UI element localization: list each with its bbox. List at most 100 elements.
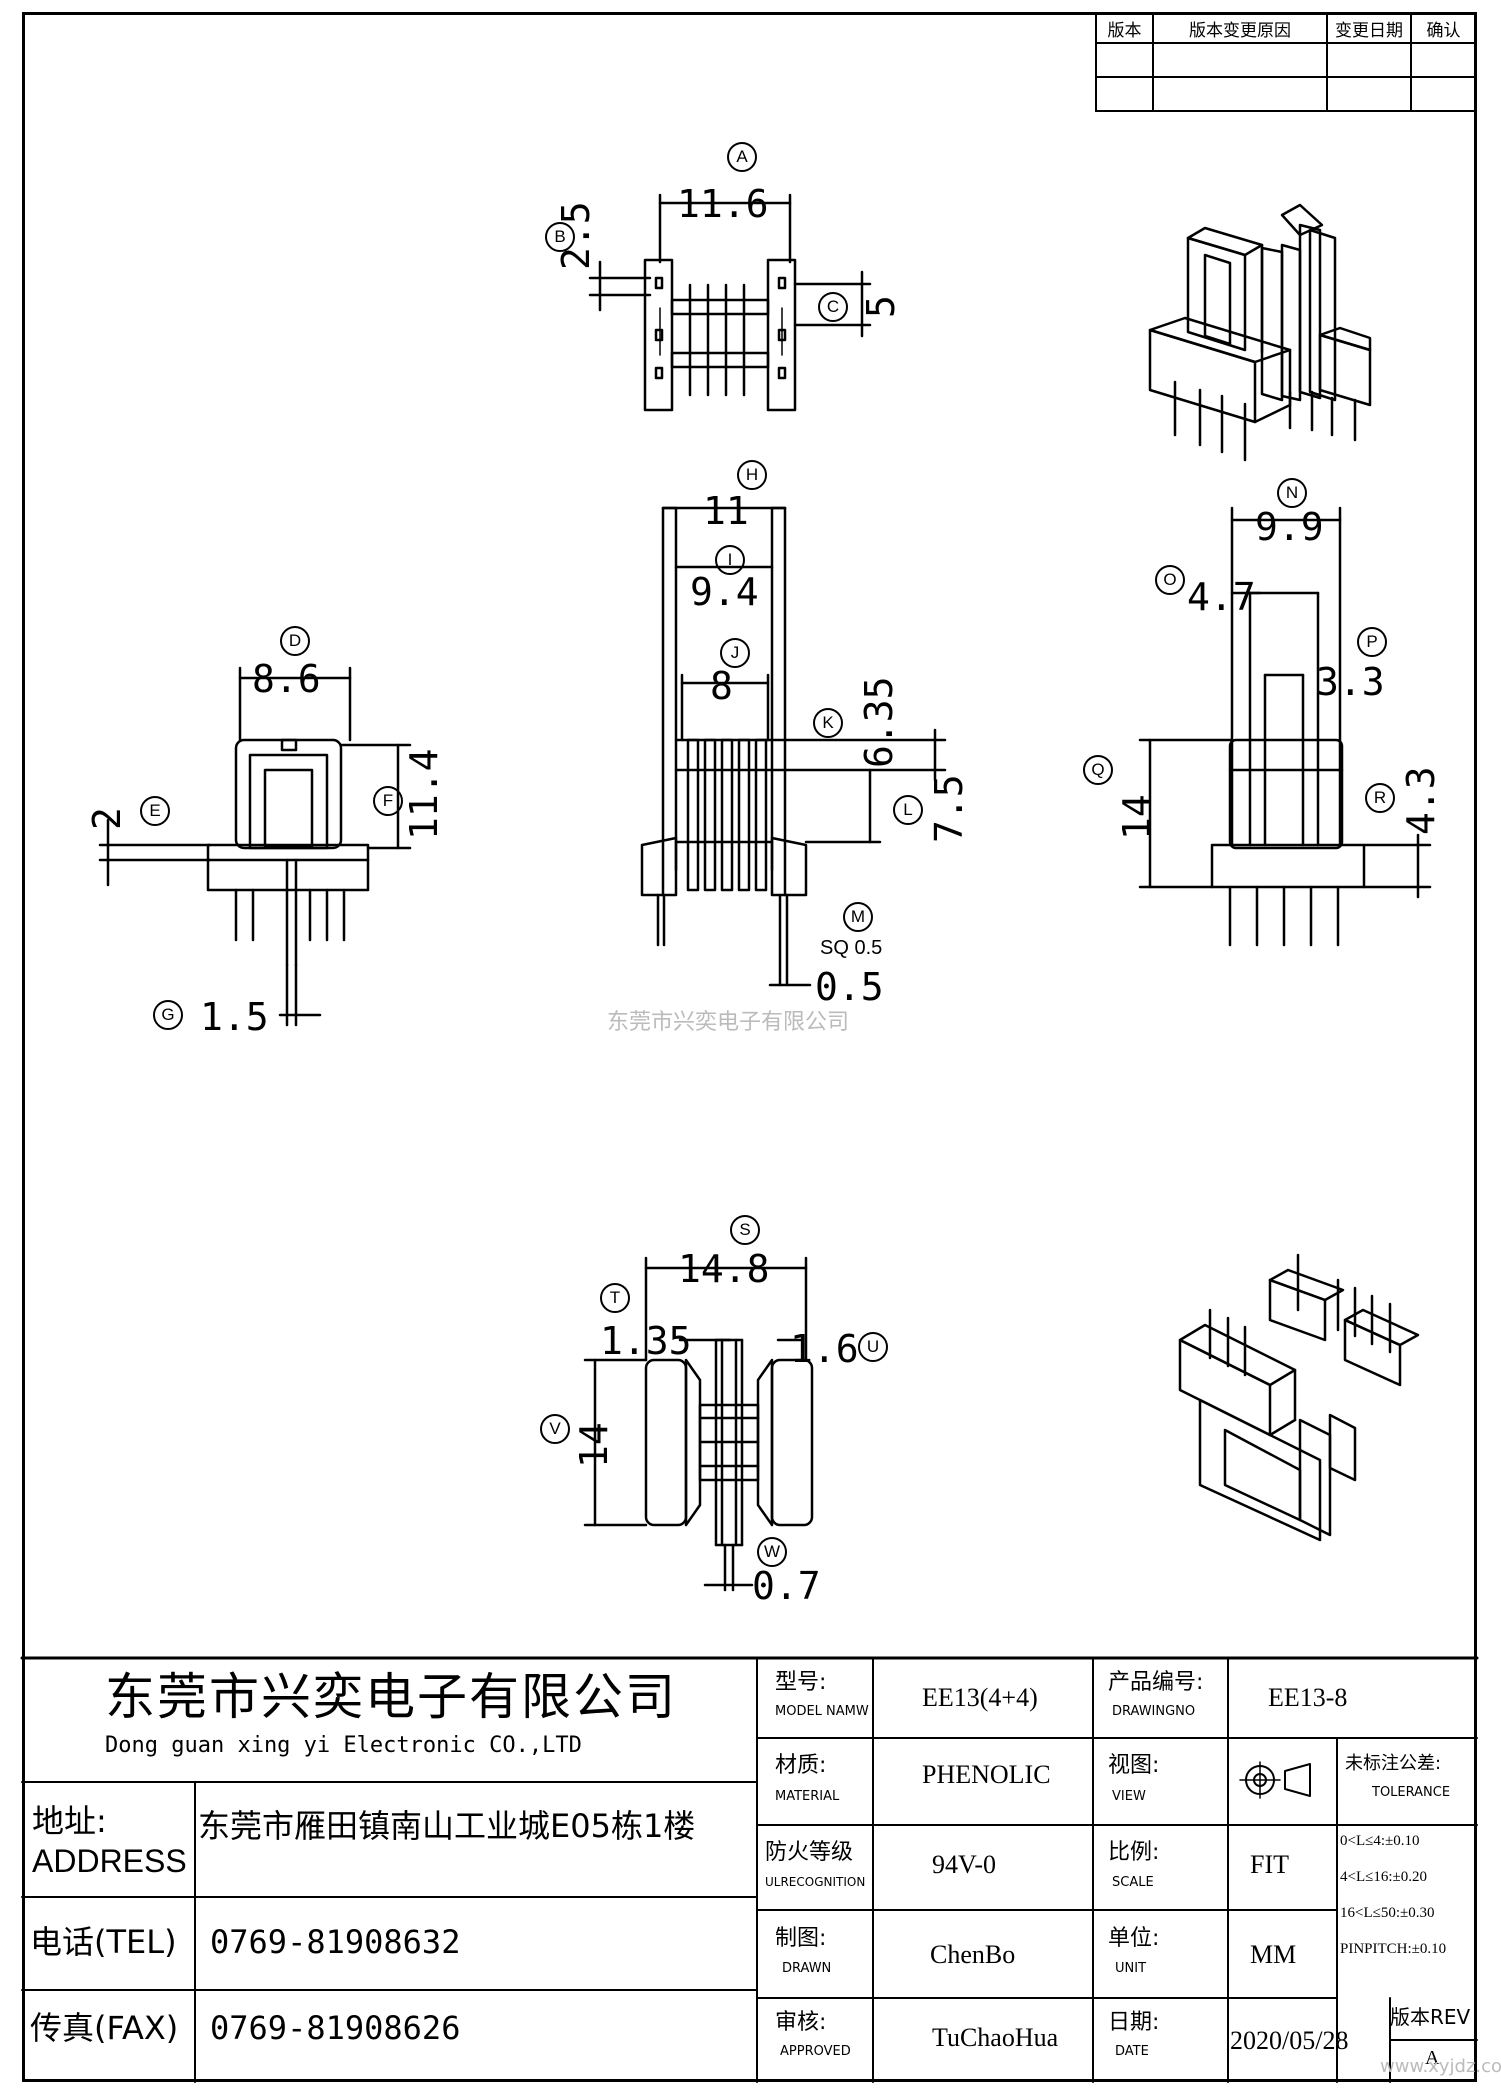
dim-o-value: 4.7: [1187, 575, 1256, 619]
view-label-cn: 视图:: [1108, 1753, 1160, 1778]
dim-marker-a: A: [727, 142, 757, 172]
dim-marker-l: L: [893, 795, 923, 825]
dim-marker-d: D: [280, 626, 310, 656]
dim-k-value: 6.35: [857, 676, 901, 768]
isometric-view-bottom: [1178, 1253, 1420, 1542]
dim-marker-k: K: [813, 708, 843, 738]
center-watermark: 东莞市兴奕电子有限公司: [607, 1010, 850, 1035]
dim-d-value: 8.6: [252, 657, 321, 701]
unit-label-cn: 单位:: [1108, 1926, 1160, 1951]
model-value: EE13(4+4): [922, 1683, 1038, 1712]
tolerance-row-3: 16<L≤50:±0.30: [1340, 1905, 1435, 1921]
address-label: 地址:: [32, 1802, 107, 1840]
dim-marker-t: T: [600, 1283, 630, 1313]
dim-marker-u: U: [858, 1332, 888, 1362]
model-label-cn: 型号:: [775, 1670, 827, 1695]
dim-marker-c: C: [818, 292, 848, 322]
dim-marker-p: P: [1357, 627, 1387, 657]
tolerance-label-cn: 未标注公差:: [1345, 1753, 1442, 1774]
dim-v-value: 14: [572, 1422, 616, 1468]
dim-l-value: 7.5: [927, 774, 971, 843]
view-label-en: VIEW: [1112, 1789, 1146, 1804]
drawing-no-label-en: DRAWINGNO: [1112, 1704, 1196, 1719]
fax-label: 传真(FAX): [30, 2009, 179, 2047]
drawing-no-label-cn: 产品编号:: [1108, 1670, 1204, 1695]
corner-watermark: www.xyjdz.com: [1380, 2056, 1501, 2077]
scale-label-cn: 比例:: [1108, 1840, 1160, 1865]
rev-header-reason: 版本变更原因: [1152, 12, 1328, 44]
fire-label-en: ULRECOGNITION: [765, 1875, 866, 1889]
unit-value: MM: [1250, 1940, 1297, 1969]
dim-marker-e: E: [140, 796, 170, 826]
rev-value: A: [1425, 2047, 1440, 2069]
drawing-frame: [22, 12, 1477, 2082]
approved-label-cn: 审核:: [775, 2010, 827, 2035]
dim-marker-m: M: [843, 902, 873, 932]
date-value: 2020/05/28: [1230, 2026, 1349, 2055]
bottom-view: [583, 1256, 814, 1592]
dim-marker-g: G: [153, 1000, 183, 1030]
title-block-lines: [20, 1656, 1479, 2083]
dim-j-value: 8: [710, 664, 733, 708]
left-front-view: [98, 666, 412, 1027]
dim-h-value: 11: [703, 489, 749, 533]
dim-marker-o: O: [1155, 565, 1185, 595]
dim-e-value: 2: [85, 807, 129, 830]
dim-p-value: 3.3: [1316, 660, 1385, 704]
dim-marker-q: Q: [1083, 755, 1113, 785]
dim-g-value: 1.5: [200, 995, 269, 1039]
fire-label-cn: 防火等级: [765, 1840, 854, 1865]
fire-value: 94V-0: [932, 1850, 997, 1879]
dim-marker-r: R: [1365, 783, 1395, 813]
right-side-view: [1138, 506, 1432, 947]
tolerance-row-4: PINPITCH:±0.10: [1340, 1941, 1447, 1957]
dim-marker-v: V: [540, 1414, 570, 1444]
tolerance-label-en: TOLERANCE: [1372, 1785, 1451, 1800]
date-label-en: DATE: [1115, 2044, 1149, 2059]
dim-s-value: 14.8: [678, 1247, 770, 1291]
dim-marker-w: W: [757, 1537, 787, 1567]
dim-marker-i: I: [715, 545, 745, 575]
material-label-en: MATERIAL: [775, 1789, 840, 1804]
unit-label-en: UNIT: [1115, 1961, 1147, 1976]
dim-b-value: 2.5: [554, 201, 598, 270]
dim-marker-j: J: [720, 638, 750, 668]
approved-value: TuChaoHua: [932, 2023, 1059, 2052]
company-name-cn: 东莞市兴奕电子有限公司: [105, 1668, 677, 1726]
drawn-value: ChenBo: [930, 1940, 1016, 1969]
dim-marker-f: F: [373, 786, 403, 816]
dim-f-value: 11.4: [402, 748, 446, 840]
approved-label-en: APPROVED: [780, 2044, 851, 2059]
dim-w-value: 0.7: [752, 1564, 821, 1608]
dim-marker-s: S: [730, 1215, 760, 1245]
date-label-cn: 日期:: [1108, 2010, 1160, 2035]
dim-r-value: 4.3: [1399, 766, 1443, 835]
material-label-cn: 材质:: [775, 1753, 827, 1778]
drawing-no-value: EE13-8: [1268, 1683, 1348, 1712]
address-label-en: ADDRESS: [32, 1843, 187, 1879]
rev-header-confirm: 确认: [1410, 12, 1477, 44]
dim-marker-n: N: [1277, 478, 1307, 508]
top-view: [588, 193, 872, 412]
dim-c-value: 5: [859, 295, 903, 318]
tolerance-row-2: 4<L≤16:±0.20: [1340, 1869, 1428, 1885]
rev-header-version: 版本: [1095, 12, 1154, 44]
revision-table: 版本 版本变更原因 变更日期 确认: [1095, 12, 1477, 112]
dim-a-value: 11.6: [677, 182, 769, 226]
tel-label: 电话(TEL): [30, 1923, 177, 1961]
company-name-en: Dong guan xing yi Electronic CO.,LTD: [105, 1733, 582, 1758]
tel-value: 0769-81908632: [210, 1923, 461, 1961]
dim-q-value: 14: [1115, 794, 1159, 840]
drawn-label-cn: 制图:: [775, 1926, 827, 1951]
center-side-view: [640, 506, 947, 987]
address-value: 东莞市雁田镇南山工业城E05栋1楼: [198, 1807, 696, 1845]
fax-value: 0769-81908626: [210, 2009, 461, 2047]
drawn-label-en: DRAWN: [782, 1961, 832, 1976]
material-value: PHENOLIC: [922, 1760, 1051, 1789]
scale-label-en: SCALE: [1112, 1875, 1154, 1890]
dim-m-caption: SQ 0.5: [820, 937, 883, 959]
dim-t-value: 1.35: [600, 1319, 692, 1363]
dim-marker-b: B: [545, 222, 575, 252]
dim-u-value: 1.6: [790, 1327, 859, 1371]
